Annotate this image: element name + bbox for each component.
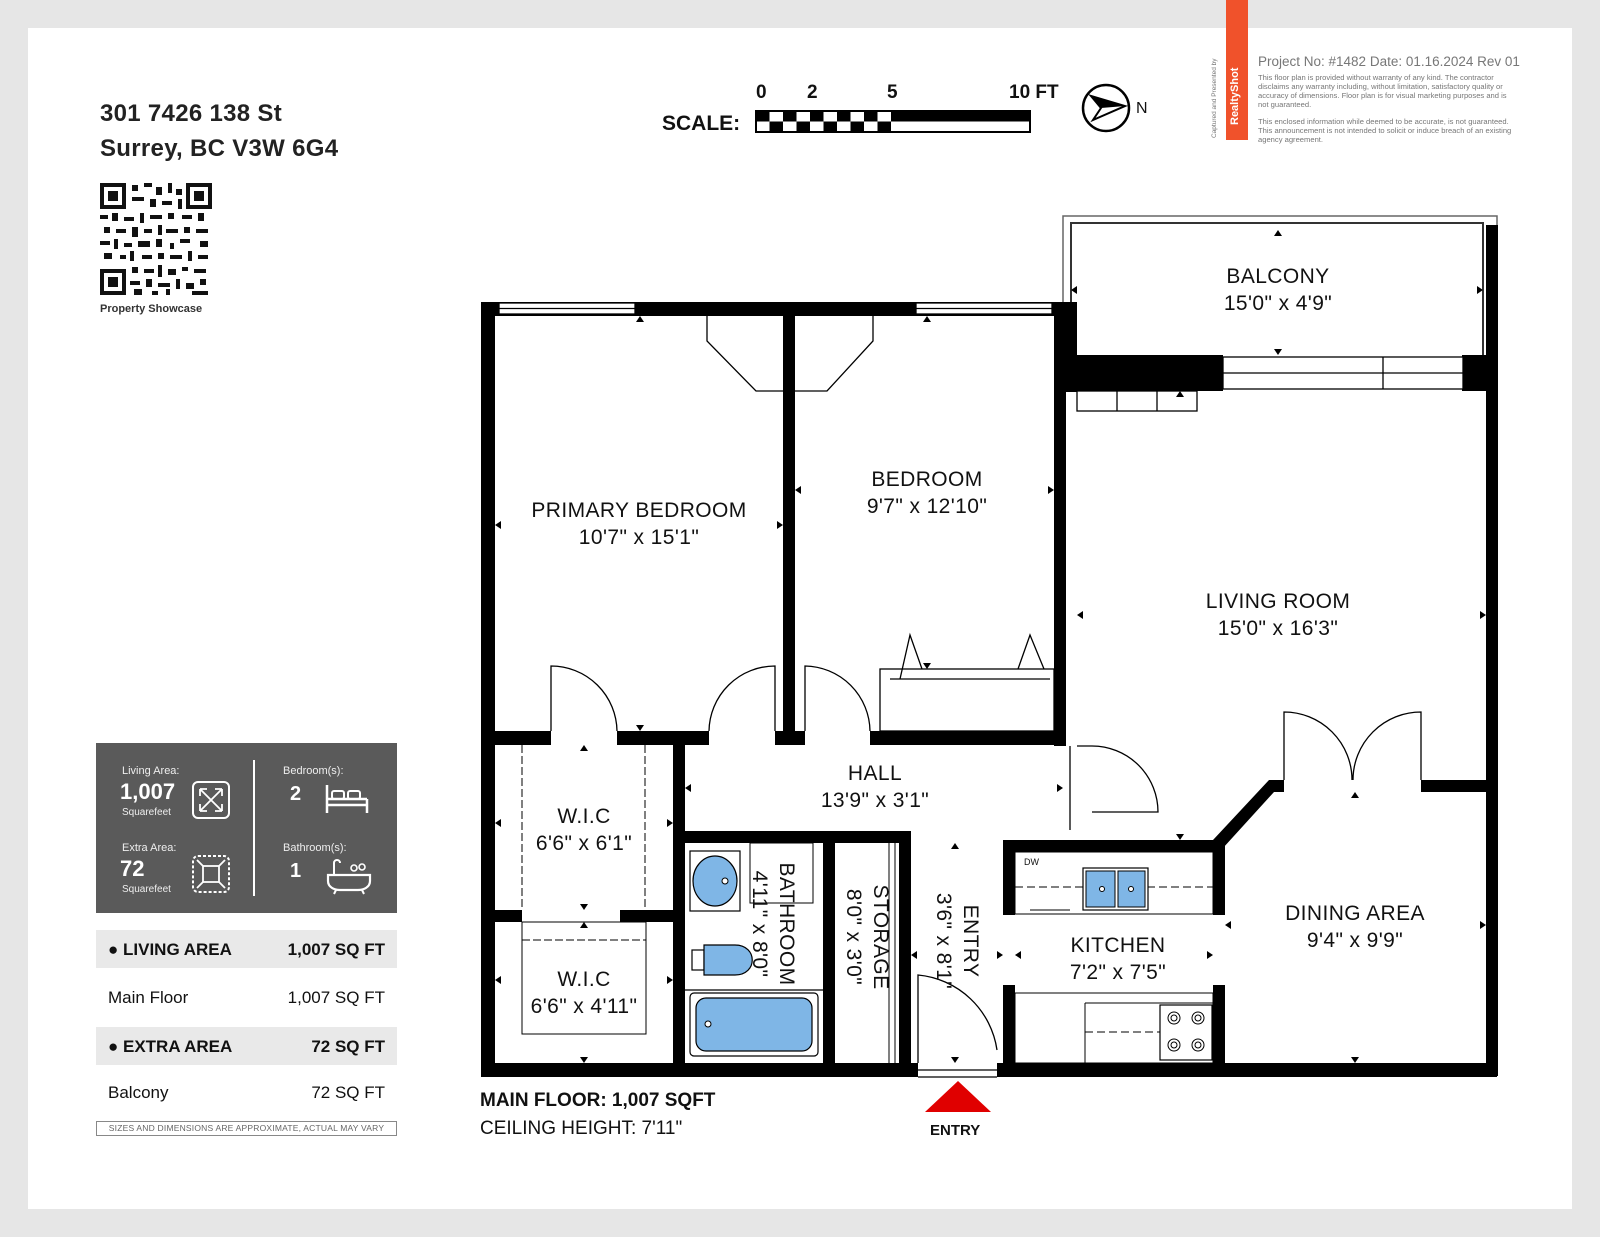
room-hall: HALL 13'9" x 3'1" [821, 760, 929, 814]
bathtub-icon [326, 859, 372, 895]
address-line2: Surrey, BC V3W 6G4 [100, 135, 339, 162]
room-dimensions: 8'0" x 3'0" [842, 888, 865, 986]
room-living-room: LIVING ROOM 15'0" x 16'3" [1206, 588, 1350, 642]
disclaimer-2: This enclosed information while deemed t… [1258, 117, 1512, 144]
area-row-value: 1,007 SQ FT [287, 988, 385, 1007]
room-dimensions: 9'7" x 12'10" [866, 495, 988, 518]
room-wic-1: W.I.C 6'6" x 6'1" [536, 803, 632, 857]
living-area-unit: Squarefeet [122, 807, 171, 818]
room-name: BATHROOM [775, 862, 798, 986]
entry-marker-label: ENTRY [930, 1122, 981, 1139]
room-kitchen: KITCHEN 7'2" x 7'5" [1070, 932, 1166, 986]
area-row-value: 72 SQ FT [311, 1083, 385, 1102]
area-row: Main Floor 1,007 SQ FT [96, 978, 397, 1016]
room-wic-2: W.I.C 6'6" x 4'11" [531, 966, 638, 1020]
bathroom-fixtures [685, 842, 823, 1057]
area-row-key: ● EXTRA AREA [108, 1037, 233, 1056]
room-dimensions: 15'0" x 4'9" [1223, 292, 1333, 315]
room-balcony: BALCONY 15'0" x 4'9" [1224, 263, 1332, 317]
bathrooms-label: Bathroom(s): [283, 842, 347, 854]
windows [498, 302, 1464, 390]
room-dimensions: 3'6" x 8'1" [932, 892, 955, 990]
scale-tick: 0 [756, 82, 767, 103]
scale-tick: 5 [887, 82, 898, 103]
closets [706, 316, 1055, 732]
bed-icon [325, 785, 369, 813]
brand-logo: RealtyShot [1226, 0, 1248, 140]
room-name: PRIMARY BEDROOM [531, 499, 747, 522]
area-row-key: Balcony [108, 1083, 169, 1102]
window-sill [1076, 390, 1198, 412]
room-dimensions: 6'6" x 6'1" [535, 832, 633, 855]
room-name: BEDROOM [871, 468, 983, 491]
disclaimer-1: This floor plan is provided without warr… [1258, 73, 1507, 109]
area-row-value: 72 SQ FT [311, 1037, 385, 1056]
kitchen-fixtures [1014, 851, 1214, 1064]
extra-area-value: 72 [120, 856, 145, 881]
address-line1: 301 7426 138 St [100, 100, 282, 127]
dimension-ticks [495, 230, 1486, 1063]
ceiling-height: CEILING HEIGHT: 7'11" [480, 1118, 683, 1139]
room-dimensions: 4'11" x 8'0" [748, 870, 771, 978]
extra-area-icon [192, 855, 230, 893]
north-arrow-icon [1081, 83, 1131, 133]
room-name: W.I.C [557, 805, 611, 828]
scale-label: SCALE: [662, 112, 741, 135]
area-row: ● LIVING AREA 1,007 SQ FT [96, 930, 397, 968]
project-info: Project No: #1482 Date: 01.16.2024 Rev 0… [1258, 54, 1520, 69]
door-swings [550, 665, 1422, 1078]
qr-code-icon[interactable] [100, 183, 212, 295]
area-row-value: 1,007 SQ FT [287, 940, 385, 959]
bedrooms-label: Bedroom(s): [283, 765, 344, 777]
bathrooms-value: 1 [290, 860, 302, 882]
property-address: 301 7426 138 St Surrey, BC V3W 6G4 [100, 96, 338, 166]
extra-area-unit: Squarefeet [122, 884, 171, 895]
qr-caption: Property Showcase [100, 303, 203, 315]
room-name: STORAGE [869, 884, 892, 990]
living-area-value: 1,007 [120, 779, 176, 804]
room-name: W.I.C [557, 968, 611, 991]
storage-shelf [888, 843, 896, 1063]
room-name: LIVING ROOM [1205, 590, 1351, 613]
scale-bar [755, 110, 1031, 133]
room-dimensions: 7'2" x 7'5" [1069, 961, 1167, 984]
room-name: ENTRY [959, 904, 982, 978]
area-row: ● EXTRA AREA 72 SQ FT [96, 1027, 397, 1065]
room-dimensions: 6'6" x 4'11" [530, 995, 638, 1018]
approx-note: SIZES AND DIMENSIONS ARE APPROXIMATE, AC… [96, 1121, 397, 1136]
room-dimensions: 15'0" x 16'3" [1217, 617, 1339, 640]
room-entry: ENTRY 3'6" x 8'1" [930, 893, 984, 989]
stats-divider [253, 760, 255, 896]
stats-panel: Living Area: 1,007 Squarefeet Extra Area… [96, 743, 397, 913]
area-row: Balcony 72 SQ FT [96, 1073, 397, 1111]
room-primary-bedroom: PRIMARY BEDROOM 10'7" x 15'1" [531, 497, 746, 551]
area-row-key: ● LIVING AREA [108, 940, 232, 959]
room-name: KITCHEN [1070, 934, 1166, 957]
bedrooms-value: 2 [290, 783, 302, 805]
extra-area-label: Extra Area: [122, 842, 177, 854]
room-dining-area: DINING AREA 9'4" x 9'9" [1285, 900, 1425, 954]
room-dimensions: 13'9" x 3'1" [820, 789, 930, 812]
dishwasher-label: DW [1024, 857, 1039, 867]
room-storage: STORAGE 8'0" x 3'0" [840, 884, 894, 989]
room-bedroom: BEDROOM 9'7" x 12'10" [867, 466, 987, 520]
area-row-key: Main Floor [108, 988, 189, 1007]
expand-area-icon [192, 781, 230, 819]
floor-title: MAIN FLOOR: 1,007 SQFT [480, 1090, 716, 1111]
north-label: N [1136, 100, 1148, 117]
scale-tick: 10 FT [1009, 82, 1059, 103]
living-area-label: Living Area: [122, 765, 180, 777]
room-dimensions: 9'4" x 9'9" [1306, 929, 1404, 952]
floor-caption: MAIN FLOOR: 1,007 SQFT CEILING HEIGHT: 7… [480, 1087, 715, 1143]
scale-tick: 2 [807, 82, 818, 103]
room-name: BALCONY [1226, 265, 1330, 288]
balcony-outline [1062, 215, 1498, 360]
room-name: HALL [847, 762, 903, 785]
room-bathroom: BATHROOM 4'11" x 8'0" [746, 863, 800, 986]
room-name: DINING AREA [1285, 902, 1425, 925]
room-dimensions: 10'7" x 15'1" [578, 526, 700, 549]
entry-arrow-icon [925, 1081, 991, 1112]
